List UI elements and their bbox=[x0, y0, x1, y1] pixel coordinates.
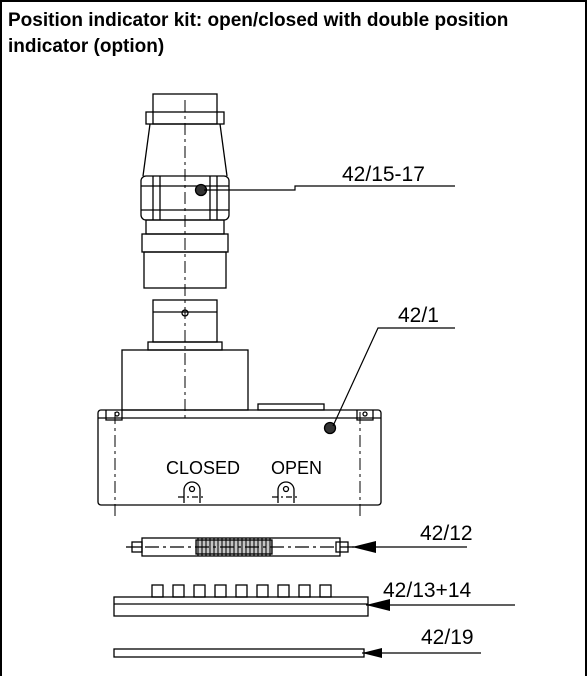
arrowhead-42-13-14 bbox=[366, 599, 390, 611]
arrowhead-42-19 bbox=[362, 648, 382, 658]
axis-marker bbox=[181, 309, 189, 317]
drawing-title: Position indicator kit: open/closed with… bbox=[8, 10, 509, 57]
switch-board-part bbox=[113, 584, 369, 617]
plate-part bbox=[113, 648, 365, 658]
leader-42-15-17 bbox=[204, 185, 455, 191]
arrowhead-42-12 bbox=[352, 541, 376, 553]
label-closed: CLOSED bbox=[166, 458, 240, 478]
callout-42-1: 42/1 bbox=[398, 304, 439, 327]
callout-42-13-14: 42/13+14 bbox=[383, 579, 471, 602]
callout-42-19: 42/19 bbox=[421, 626, 474, 649]
leader-42-1 bbox=[332, 327, 455, 427]
cam-bar-part bbox=[126, 537, 354, 557]
callout-42-12: 42/12 bbox=[420, 522, 473, 545]
label-open: OPEN bbox=[271, 458, 322, 478]
callout-42-15-17: 42/15-17 bbox=[342, 163, 425, 186]
